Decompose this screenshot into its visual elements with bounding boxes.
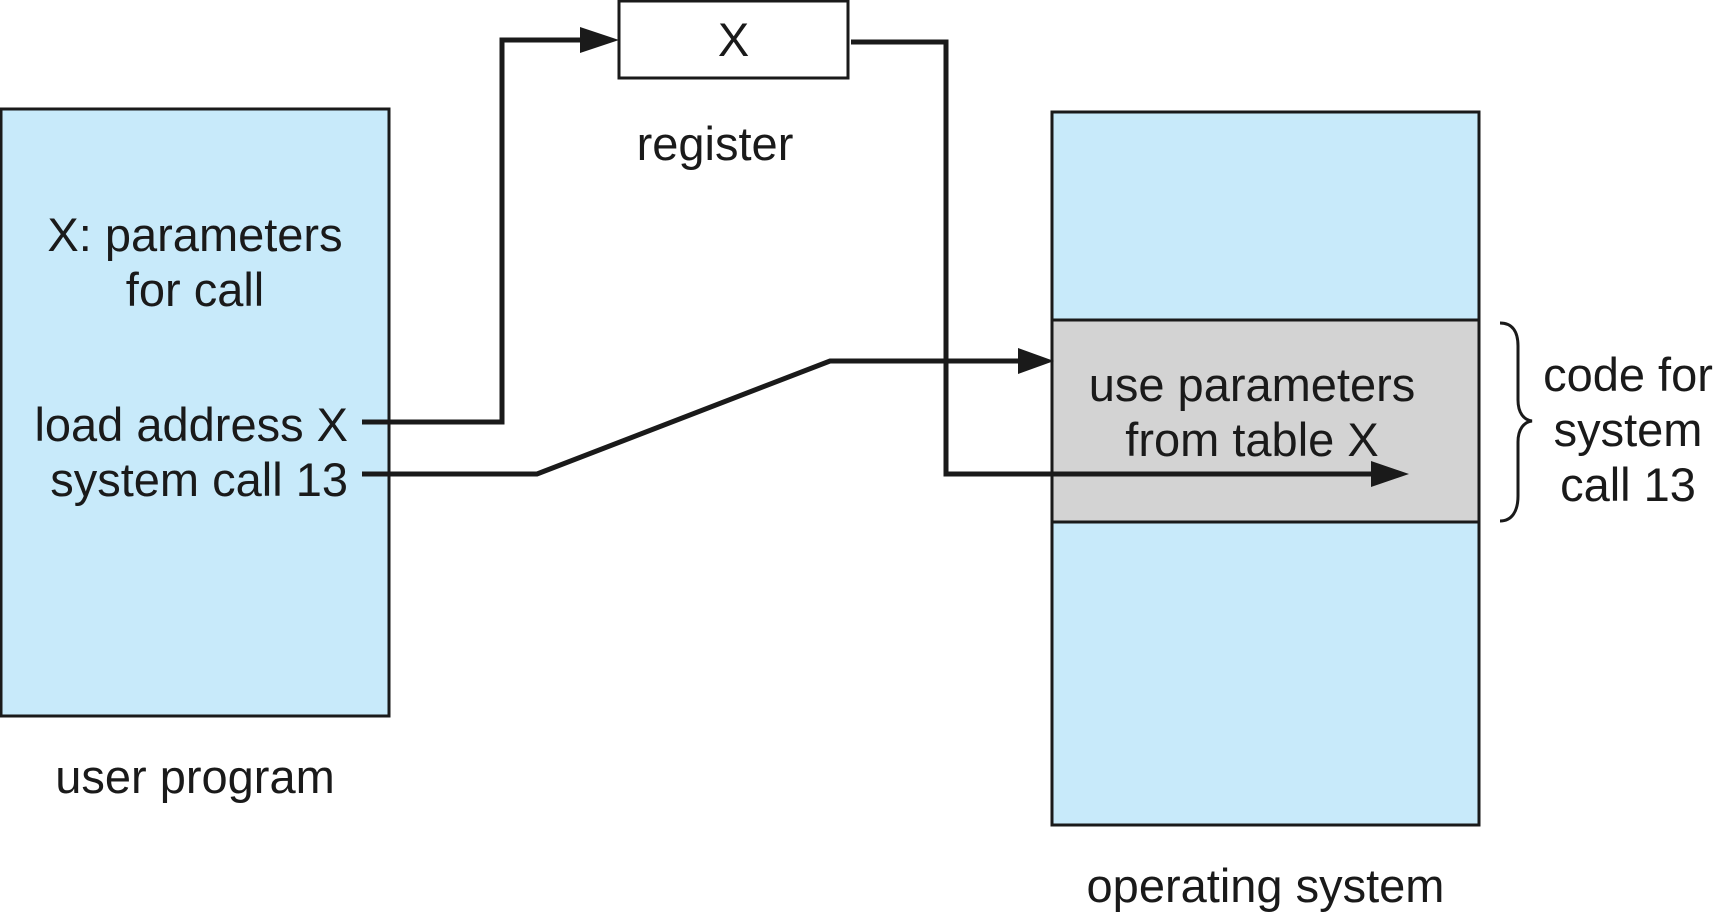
register-value: X [717, 13, 750, 66]
register-to-table-arrowhead [1371, 461, 1409, 487]
operating-system-caption: operating system [1086, 859, 1445, 912]
system-call-instruction: system call 13 [50, 453, 348, 506]
brace-label: code for system call 13 [1530, 347, 1726, 512]
brace-line-3: call 13 [1560, 458, 1696, 511]
user-program-block [0, 107, 391, 718]
code-region-line-1: use parameters [1088, 358, 1416, 411]
parameters-line-1: X: parameters [47, 208, 343, 261]
brace-line-2: system [1553, 403, 1703, 456]
code-region-text: use parameters from table X [1052, 357, 1452, 467]
parameters-label: X: parameters for call [1, 207, 389, 317]
load-address-arrowhead [580, 27, 619, 53]
parameters-line-2: for call [125, 263, 265, 316]
system-call-arrowhead [1018, 348, 1054, 374]
register-caption: register [636, 117, 794, 170]
code-region-line-2: from table X [1125, 413, 1379, 466]
register-to-table-arrow [851, 39, 1371, 477]
brace-line-1: code for [1543, 348, 1713, 401]
user-program-caption: user program [55, 750, 335, 803]
curly-brace [1499, 321, 1533, 523]
load-address-instruction: load address X [34, 398, 348, 451]
system-call-code-region [1050, 318, 1481, 524]
system-call-arrow [362, 358, 1018, 477]
load-address-arrow [362, 37, 580, 425]
register-box [617, 0, 850, 80]
